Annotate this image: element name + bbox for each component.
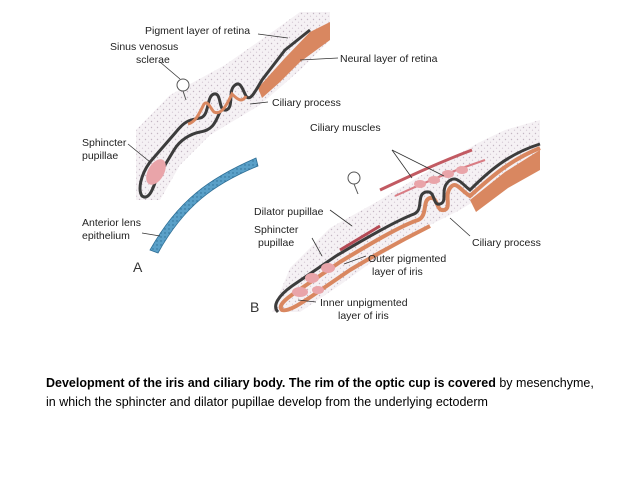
label-lens-1: Anterior lens	[82, 217, 141, 229]
label-sinus-venosus-1: Sinus venosus	[110, 41, 178, 53]
label-inner-1: Inner unpigmented	[320, 297, 408, 309]
label-outer-1: Outer pigmented	[368, 253, 446, 265]
caption-rest: by mesenchyme, in which the sphincter an…	[46, 376, 594, 409]
label-outer-2: layer of iris	[372, 266, 423, 278]
panel-b-tag: B	[250, 299, 259, 315]
label-b-ciliary-process: Ciliary process	[472, 237, 541, 249]
label-pigment-layer: Pigment layer of retina	[145, 25, 250, 37]
caption-bold: Development of the iris and ciliary body…	[46, 376, 496, 390]
panel-b-neural-layer	[470, 150, 540, 212]
panel-a-mesenchyme	[136, 12, 330, 200]
label-a-ciliary-process: Ciliary process	[272, 97, 341, 109]
label-dilator: Dilator pupillae	[254, 206, 324, 218]
panel-b-outer-pigmented-layer	[274, 142, 541, 314]
panel-b-sphincter-pupillae	[292, 263, 335, 297]
panel-a-sinus-venosus	[176, 78, 190, 92]
panel-a	[127, 12, 339, 254]
label-neural-layer: Neural layer of retina	[340, 53, 438, 65]
panel-a-lens-epithelium	[149, 157, 259, 254]
panel-a-neural-fold	[187, 91, 248, 126]
label-a-sphincter-2: pupillae	[82, 150, 118, 162]
panel-a-sphincter-pupillae	[146, 159, 166, 185]
panel-b-inner-unpigmented-layer	[278, 146, 541, 313]
panel-b-dilator-pupillae	[339, 224, 381, 252]
label-b-sphincter-2: pupillae	[258, 237, 294, 249]
label-lens-2: epithelium	[82, 230, 130, 242]
figure-caption: Development of the iris and ciliary body…	[46, 374, 606, 412]
label-ciliary-muscles: Ciliary muscles	[310, 122, 381, 134]
panel-b-sinus-venosus	[347, 171, 361, 185]
panel-a-tag: A	[133, 259, 143, 275]
panel-a-neural-layer	[258, 22, 330, 98]
label-a-sphincter-1: Sphincter	[82, 137, 127, 149]
label-b-sphincter-1: Sphincter	[254, 224, 299, 236]
panel-a-optic-cup-rim	[138, 28, 311, 199]
label-inner-2: layer of iris	[338, 310, 389, 322]
panel-b-ciliary-muscles	[379, 148, 486, 197]
panel-b	[272, 120, 541, 314]
label-sinus-venosus-2: sclerae	[136, 54, 170, 66]
